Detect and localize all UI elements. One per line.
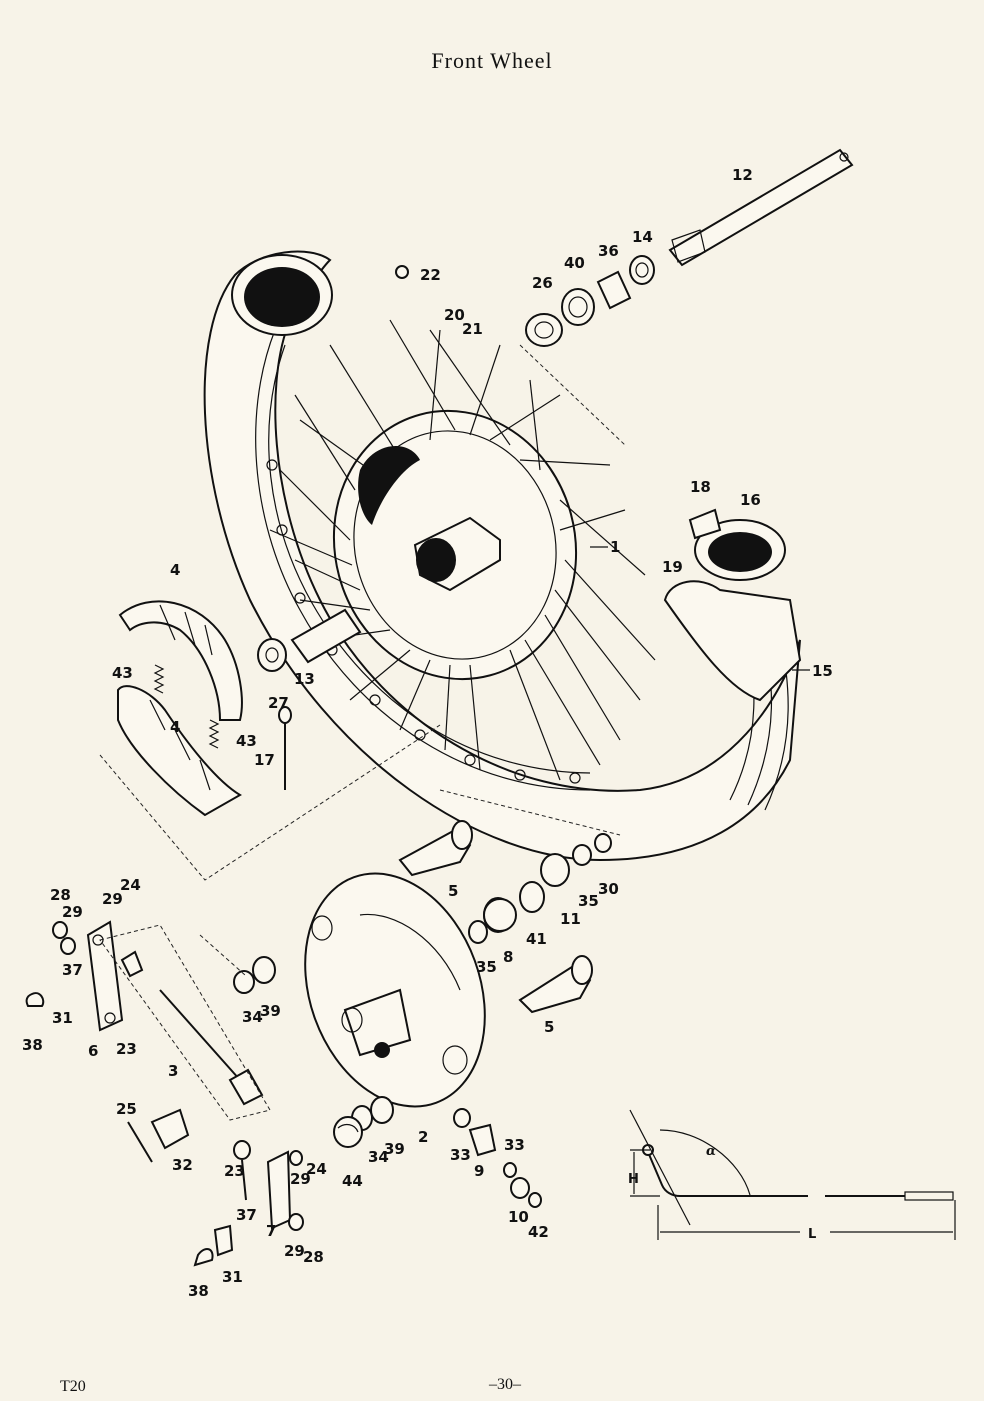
callout-21: 21 xyxy=(462,320,483,338)
callout-30: 30 xyxy=(598,880,619,898)
brake-panel xyxy=(304,872,486,1108)
callout-36: 36 xyxy=(598,242,619,260)
speedometer-gear xyxy=(453,1108,542,1208)
guide-lines xyxy=(99,344,626,976)
lower-lever xyxy=(193,1140,304,1267)
callout-15: 15 xyxy=(812,662,833,680)
collar-and-seal xyxy=(257,608,362,672)
callout-5b: 5 xyxy=(544,1018,554,1036)
callout-40: 40 xyxy=(564,254,585,272)
callout-4a: 4 xyxy=(170,561,180,579)
callout-39a: 39 xyxy=(260,1002,281,1020)
brake-shoes xyxy=(117,600,243,817)
callout-44: 44 xyxy=(342,1172,363,1190)
callout-33b: 33 xyxy=(504,1136,525,1154)
callout-31b: 31 xyxy=(222,1268,243,1286)
page-title: Front Wheel xyxy=(431,48,553,73)
callout-27: 27 xyxy=(268,694,289,712)
callout-4b: 4 xyxy=(170,718,180,736)
callout-37b: 37 xyxy=(236,1206,257,1224)
callout-1: 1 xyxy=(610,538,620,556)
callout-35a: 35 xyxy=(476,958,497,976)
callout-22: 22 xyxy=(420,266,441,284)
dimension-angle-label: α xyxy=(706,1144,716,1159)
callout-42: 42 xyxy=(528,1223,549,1241)
callout-28a: 28 xyxy=(50,886,71,904)
spokes xyxy=(269,319,656,781)
callout-17: 17 xyxy=(254,751,275,769)
brake-cams xyxy=(398,820,593,1014)
callout-18: 18 xyxy=(690,478,711,496)
callout-14: 14 xyxy=(632,228,653,246)
speedometer-drive-gear xyxy=(483,898,517,932)
callout-41: 41 xyxy=(526,930,547,948)
callout-8: 8 xyxy=(503,948,513,966)
single-spoke xyxy=(278,706,292,790)
callout-20: 20 xyxy=(444,306,465,324)
page-number: –30– xyxy=(489,1376,521,1393)
dimension-length-label: L xyxy=(808,1227,816,1242)
callout-29b: 29 xyxy=(102,890,123,908)
callout-33a: 33 xyxy=(450,1146,471,1164)
tire-cutaway-top xyxy=(688,508,786,581)
callout-23b: 23 xyxy=(224,1162,245,1180)
spoke-dimension-detail xyxy=(629,1109,956,1240)
callout-10: 10 xyxy=(508,1208,529,1226)
callout-34b: 34 xyxy=(368,1148,389,1166)
dimension-height-label: H xyxy=(628,1172,639,1187)
callout-7: 7 xyxy=(266,1222,276,1240)
callout-2: 2 xyxy=(418,1128,428,1146)
callout-29d: 29 xyxy=(284,1242,305,1260)
callout-38a: 38 xyxy=(22,1036,43,1054)
callout-26: 26 xyxy=(532,274,553,292)
brake-rod xyxy=(99,924,271,1121)
rod-washers xyxy=(233,956,394,1148)
callout-43a: 43 xyxy=(112,664,133,682)
callout-38b: 38 xyxy=(188,1282,209,1300)
callout-9: 9 xyxy=(474,1162,484,1180)
callout-labels: 1 2 3 4 4 5 5 6 7 8 9 10 11 12 13 14 15 … xyxy=(22,166,833,1300)
callout-25: 25 xyxy=(116,1100,137,1118)
callout-32: 32 xyxy=(172,1156,193,1174)
callout-37a: 37 xyxy=(62,961,83,979)
callout-28b: 28 xyxy=(303,1248,324,1266)
callout-6: 6 xyxy=(88,1042,98,1060)
axle xyxy=(668,148,854,267)
callout-5a: 5 xyxy=(448,882,458,900)
callout-12: 12 xyxy=(732,166,753,184)
callout-31a: 31 xyxy=(52,1009,73,1027)
callout-11: 11 xyxy=(560,910,581,928)
callout-29c: 29 xyxy=(290,1170,311,1188)
callout-23a: 23 xyxy=(116,1040,137,1058)
bolt-22 xyxy=(395,265,409,279)
callout-43b: 43 xyxy=(236,732,257,750)
callout-24b: 24 xyxy=(306,1160,327,1178)
callout-29a: 29 xyxy=(62,903,83,921)
springs xyxy=(153,664,220,749)
wheel-assembly xyxy=(203,250,802,862)
callout-13: 13 xyxy=(294,670,315,688)
callout-19: 19 xyxy=(662,558,683,576)
upper-bearing-set xyxy=(525,255,655,347)
callout-3: 3 xyxy=(168,1062,178,1080)
callout-35b: 35 xyxy=(578,892,599,910)
model-code: T20 xyxy=(60,1378,86,1395)
brake-arm xyxy=(25,920,124,1032)
callout-39b: 39 xyxy=(384,1140,405,1158)
nut-and-pin xyxy=(127,1108,190,1163)
callout-16: 16 xyxy=(740,491,761,509)
callout-24a: 24 xyxy=(120,876,141,894)
callout-34a: 34 xyxy=(242,1008,263,1026)
